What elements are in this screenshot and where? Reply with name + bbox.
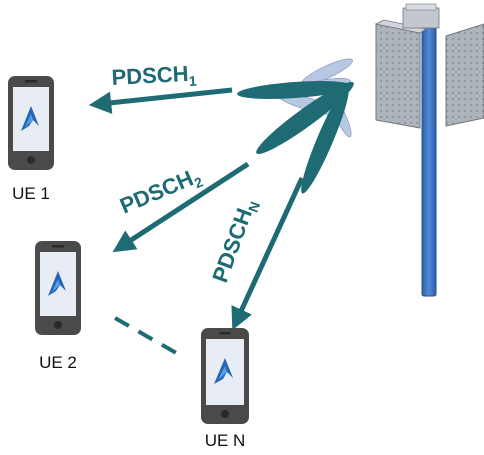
smartphone-icon — [201, 328, 249, 424]
base-station-icon — [374, 3, 484, 297]
pdsch-label-n: PDSCHN — [207, 195, 263, 286]
beam-lobe-icon — [256, 81, 354, 155]
beam-lobe-icon — [301, 86, 349, 194]
smartphone-icon — [35, 241, 81, 335]
ue-n: UE N — [201, 328, 249, 450]
antenna-panel-right — [445, 23, 484, 127]
antenna-panel-center — [402, 3, 440, 29]
ue-label: UE N — [205, 431, 246, 450]
arrow-icon — [231, 176, 305, 331]
pdsch-label-1: PDSCH1 — [111, 61, 197, 93]
pdsch-label-2: PDSCH2 — [116, 162, 205, 221]
beam-pattern — [237, 58, 354, 194]
antenna-panel-left — [374, 19, 428, 129]
ue-ellipsis-dashes — [114, 316, 186, 360]
ue-label: UE 1 — [12, 184, 50, 203]
beam-lobe-icon — [237, 81, 353, 99]
ue-label: UE 2 — [39, 353, 77, 372]
smartphone-icon — [8, 76, 54, 170]
arrow-icon — [88, 87, 233, 115]
antenna-pole — [421, 21, 437, 297]
ue-1: UE 1 — [8, 76, 54, 203]
ue-2: UE 2 — [35, 241, 81, 372]
arrow-icon — [112, 161, 250, 253]
